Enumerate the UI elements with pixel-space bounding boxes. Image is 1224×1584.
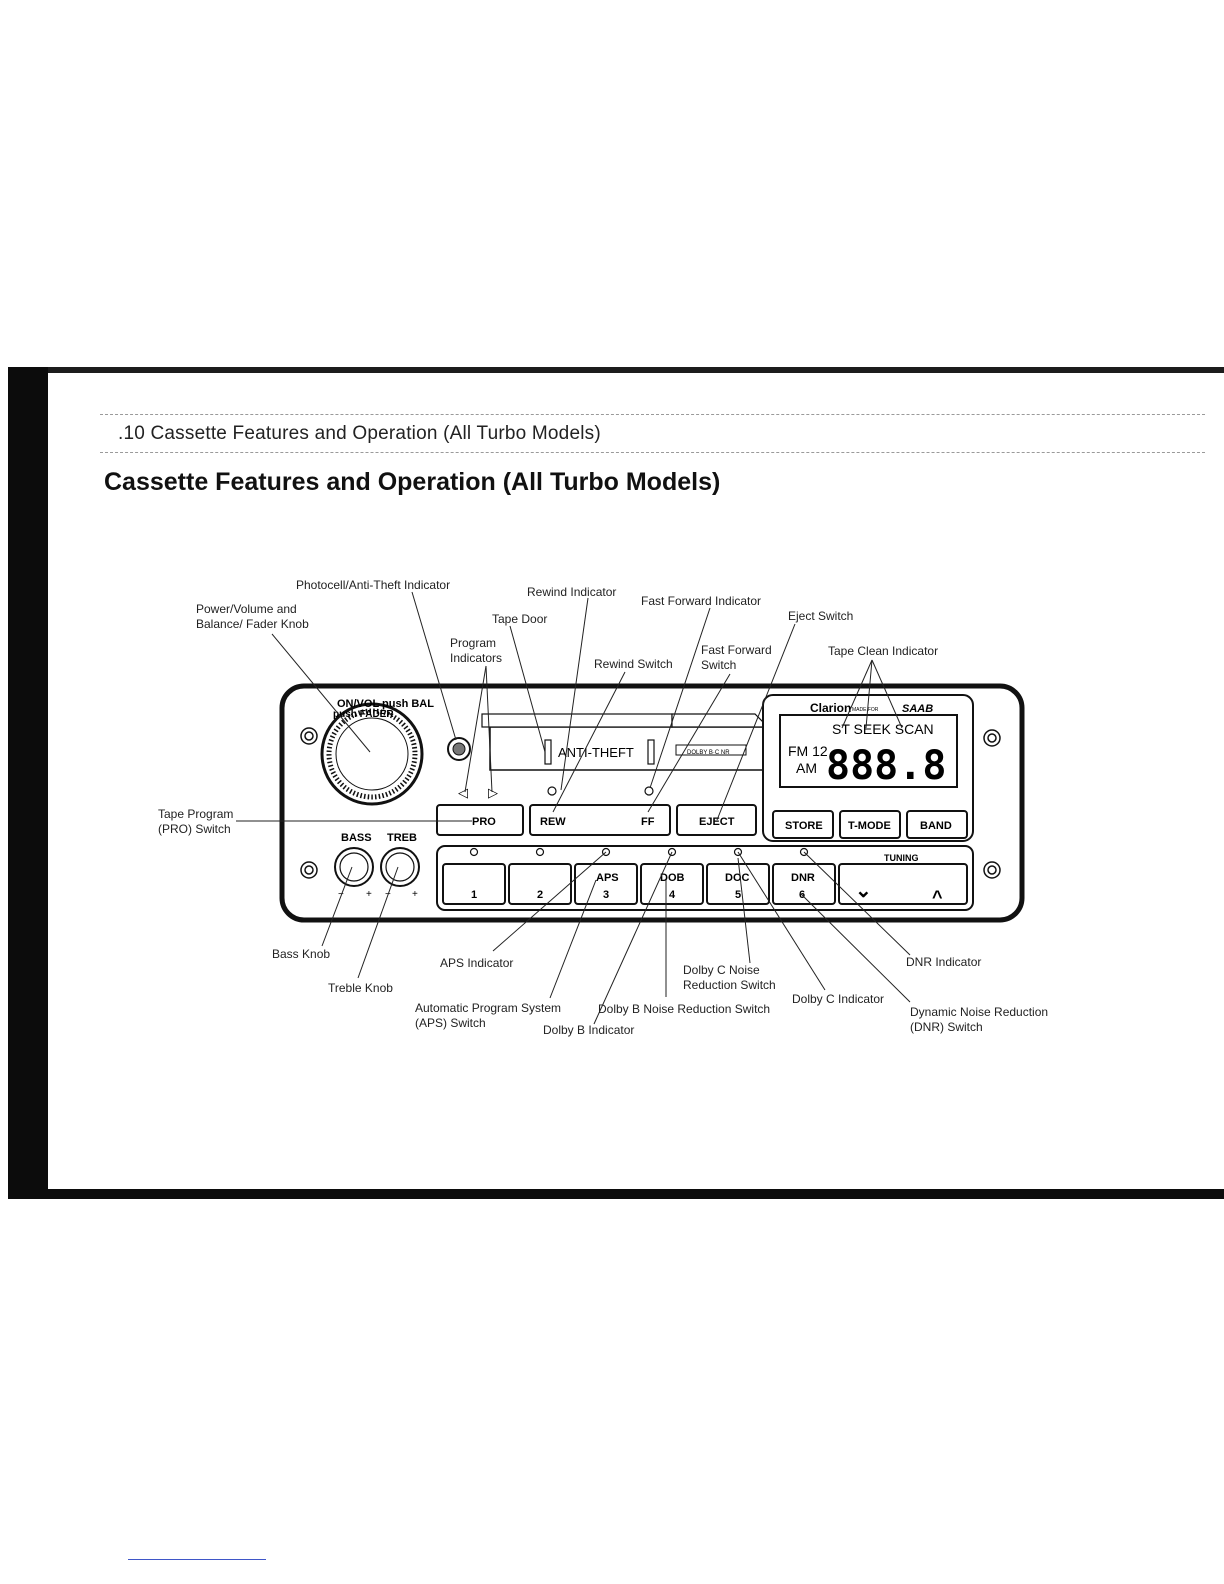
leader-lines — [236, 591, 911, 1025]
tape-door[interactable] — [481, 713, 770, 771]
tune-up-icon: ^ — [932, 887, 943, 907]
callout-dnr-indicator: DNR Indicator — [906, 955, 982, 969]
mounting-screw-icon — [300, 727, 1001, 879]
lcd-am: AM — [796, 760, 817, 776]
callout-eject-switch: Eject Switch — [788, 609, 854, 623]
eject-button — [676, 804, 757, 836]
lcd-fm: FM 12 — [788, 743, 828, 759]
callout-dolby-b-indicator: Dolby B Indicator — [543, 1023, 635, 1037]
preset-2-label: 2 — [537, 889, 543, 901]
knob-label: ON/VOL push BAL — [337, 698, 434, 710]
header-rule-bottom — [100, 452, 1205, 453]
callout-photocell: Photocell/Anti-Theft Indicator — [296, 578, 451, 592]
ff-button-label: FF — [641, 816, 655, 828]
callout-treble-knob: Treble Knob — [328, 981, 393, 995]
bass-label: BASS — [341, 832, 372, 844]
preset-4-button — [640, 863, 704, 905]
brand-sub: MADE FOR — [852, 707, 879, 713]
store-button-label: STORE — [785, 820, 823, 832]
tmode-button — [839, 810, 901, 839]
page-title: Cassette Features and Operation (All Tur… — [104, 468, 721, 496]
lcd-screen — [779, 714, 958, 788]
eject-button-label: EJECT — [699, 816, 735, 828]
tape-display-text: ANTI-THEFT — [558, 745, 634, 760]
scan-border-left — [8, 367, 48, 1197]
bass-plus: + — [366, 889, 372, 900]
saab-logo: SAAB — [902, 703, 933, 715]
header-rule-top — [100, 414, 1205, 415]
footnote-rule — [128, 1559, 266, 1560]
preset-5-button — [706, 863, 770, 905]
preset-3-label: 3 — [603, 889, 609, 901]
band-button — [906, 810, 968, 839]
preset-6-top: DNR — [791, 872, 815, 884]
callout-program-indicators: Program Indicators — [450, 636, 503, 665]
volume-knob[interactable] — [320, 702, 424, 806]
knob-label-2: push FADER — [333, 709, 394, 720]
brand-logo: Clarion — [810, 701, 851, 715]
preset-3-top: APS — [596, 872, 619, 884]
callout-tape-door: Tape Door — [492, 612, 548, 626]
dolby-badge: DOLBY B·C NR — [687, 750, 730, 756]
preset-4-label: 4 — [669, 889, 676, 901]
scan-border-top — [8, 367, 1224, 373]
preset-1-label: 1 — [471, 889, 477, 901]
callout-rewind-switch: Rewind Switch — [594, 657, 673, 671]
callout-dolby-b-switch: Dolby B Noise Reduction Switch — [598, 1002, 771, 1016]
callout-rewind-indicator: Rewind Indicator — [527, 585, 617, 599]
lcd-frequency: 888.8 — [826, 743, 946, 789]
callout-aps-indicator: APS Indicator — [440, 956, 514, 970]
callout-dnr-switch: Dynamic Noise Reduction (DNR) Switch — [910, 1005, 1049, 1034]
photocell-icon — [447, 737, 471, 761]
bass-minus: − — [338, 889, 344, 900]
preset-5-top: DOC — [725, 872, 750, 884]
pro-button — [436, 804, 524, 836]
callout-dolby-c-switch: Dolby C Noise Reduction Switch — [683, 963, 776, 992]
callout-ff-indicator: Fast Forward Indicator — [641, 594, 762, 608]
tuning-button — [838, 863, 968, 905]
preset-6-button — [772, 863, 836, 905]
preset-1-button — [442, 863, 506, 905]
tuning-label: TUNING — [884, 853, 919, 863]
callout-dolby-c-indicator: Dolby C Indicator — [792, 992, 885, 1006]
program-indicator-left-icon: ◁ — [458, 785, 468, 800]
running-head: .10 Cassette Features and Operation (All… — [118, 423, 601, 444]
lcd-status: ST SEEK SCAN — [832, 721, 934, 737]
ff-indicator-led — [644, 786, 654, 796]
tmode-button-label: T-MODE — [848, 820, 891, 832]
callout-aps-switch: Automatic Program System (APS) Switch — [415, 1001, 562, 1030]
preset-5-label: 5 — [735, 889, 741, 901]
rewind-indicator-led — [547, 786, 557, 796]
store-button — [772, 810, 834, 839]
pro-button-label: PRO — [472, 816, 496, 828]
preset-4-top: DOB — [660, 872, 685, 884]
scan-border-bottom — [8, 1189, 1224, 1199]
callout-ff-switch: Fast Forward Switch — [701, 643, 772, 672]
treb-plus: + — [412, 889, 418, 900]
program-indicator-right-icon: ▷ — [488, 785, 498, 800]
callout-tape-program: Tape Program (PRO) Switch — [158, 807, 234, 836]
preset-2-button — [508, 863, 572, 905]
callout-tape-clean: Tape Clean Indicator — [828, 644, 939, 658]
tune-down-icon: ⌄ — [855, 880, 872, 902]
rew-button-label: REW — [540, 816, 566, 828]
callout-power-volume: Power/Volume and Balance/ Fader Knob — [196, 602, 309, 631]
callout-bass-knob: Bass Knob — [272, 947, 331, 961]
treb-label: TREB — [387, 832, 417, 844]
rew-ff-button — [529, 804, 671, 836]
band-button-label: BAND — [920, 820, 952, 832]
